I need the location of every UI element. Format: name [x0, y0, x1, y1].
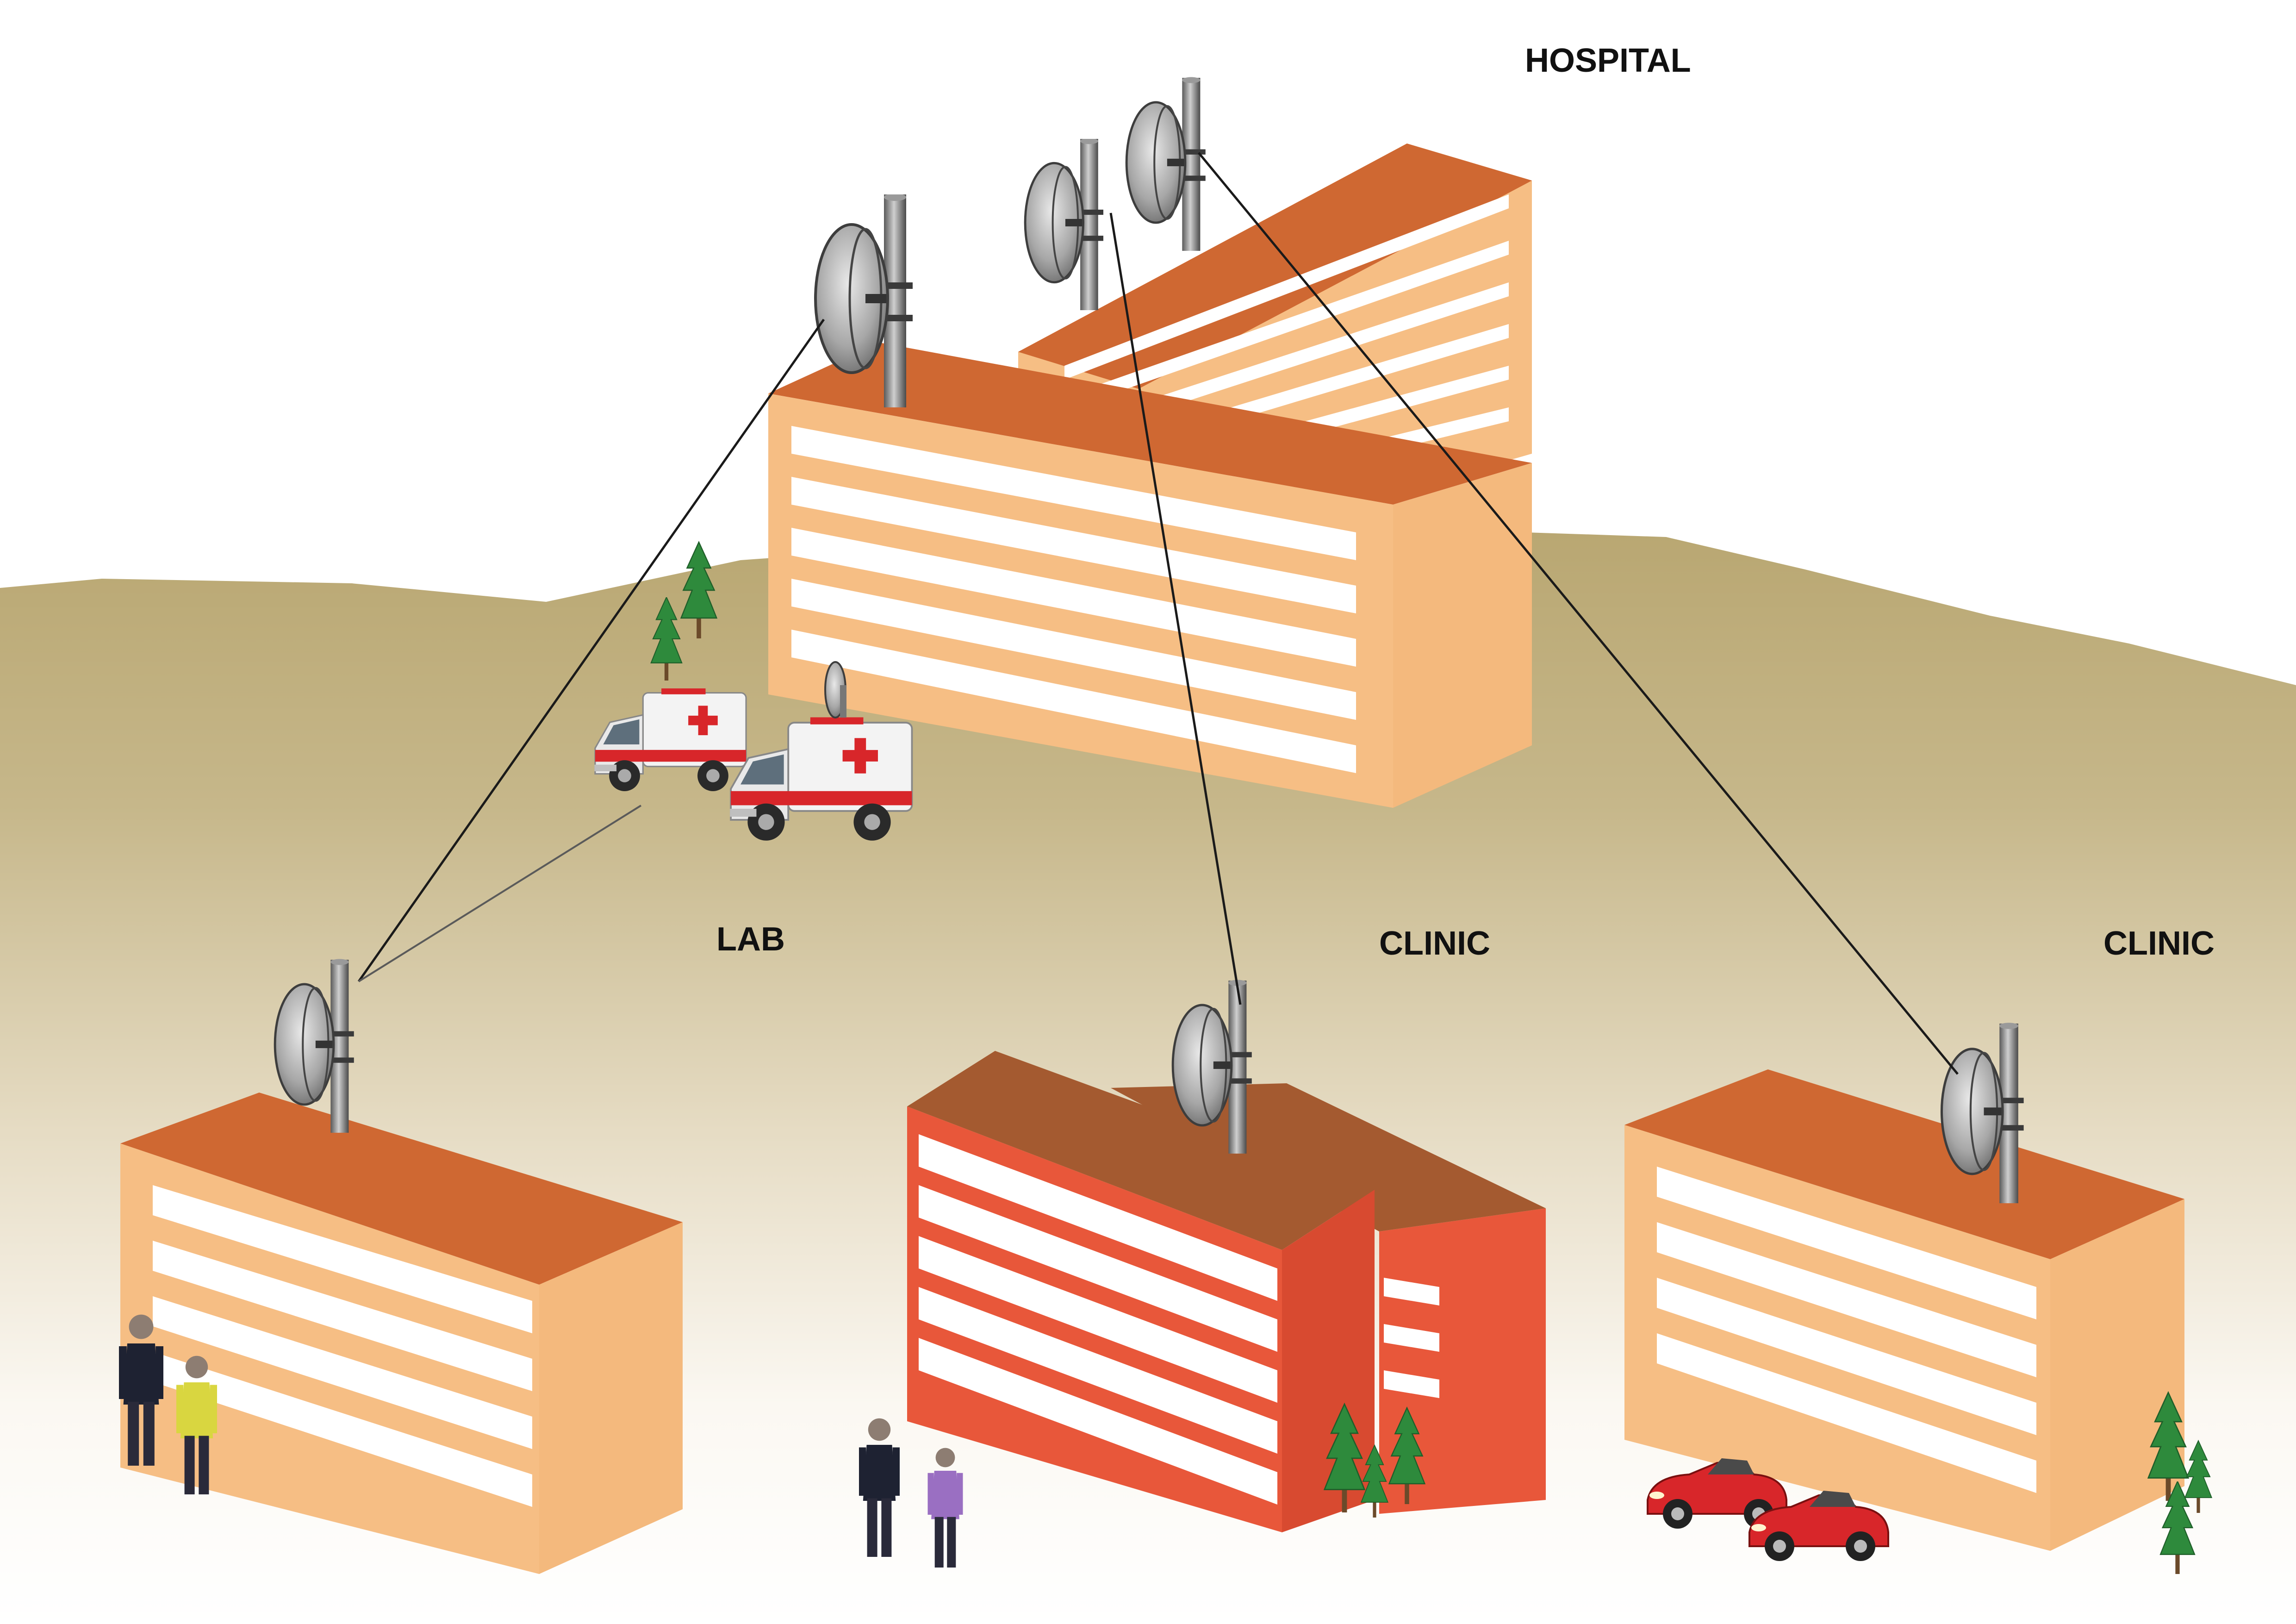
link-hospital-lab: [357, 319, 825, 982]
lab-building: [120, 1093, 683, 1574]
clinic-right-building: [1624, 1069, 2184, 1551]
clinic-center-building: [907, 1051, 1546, 1532]
hospital-windows: [791, 426, 1356, 773]
clinic-right-label: CLINIC: [2103, 925, 2215, 962]
clinic-center-label: CLINIC: [1379, 925, 1490, 962]
link-hospital-clinic-right: [1198, 152, 1959, 1075]
link-hospital-clinic-center: [1109, 212, 1242, 1005]
lab-label: LAB: [716, 921, 785, 958]
ambulance-dish-antenna-icon: [824, 661, 846, 718]
hospital-building: [768, 144, 1532, 808]
hospital-label: HOSPITAL: [1525, 42, 1691, 79]
link-ambulance-lab: [358, 805, 642, 982]
wireless-links: [357, 152, 1959, 1075]
